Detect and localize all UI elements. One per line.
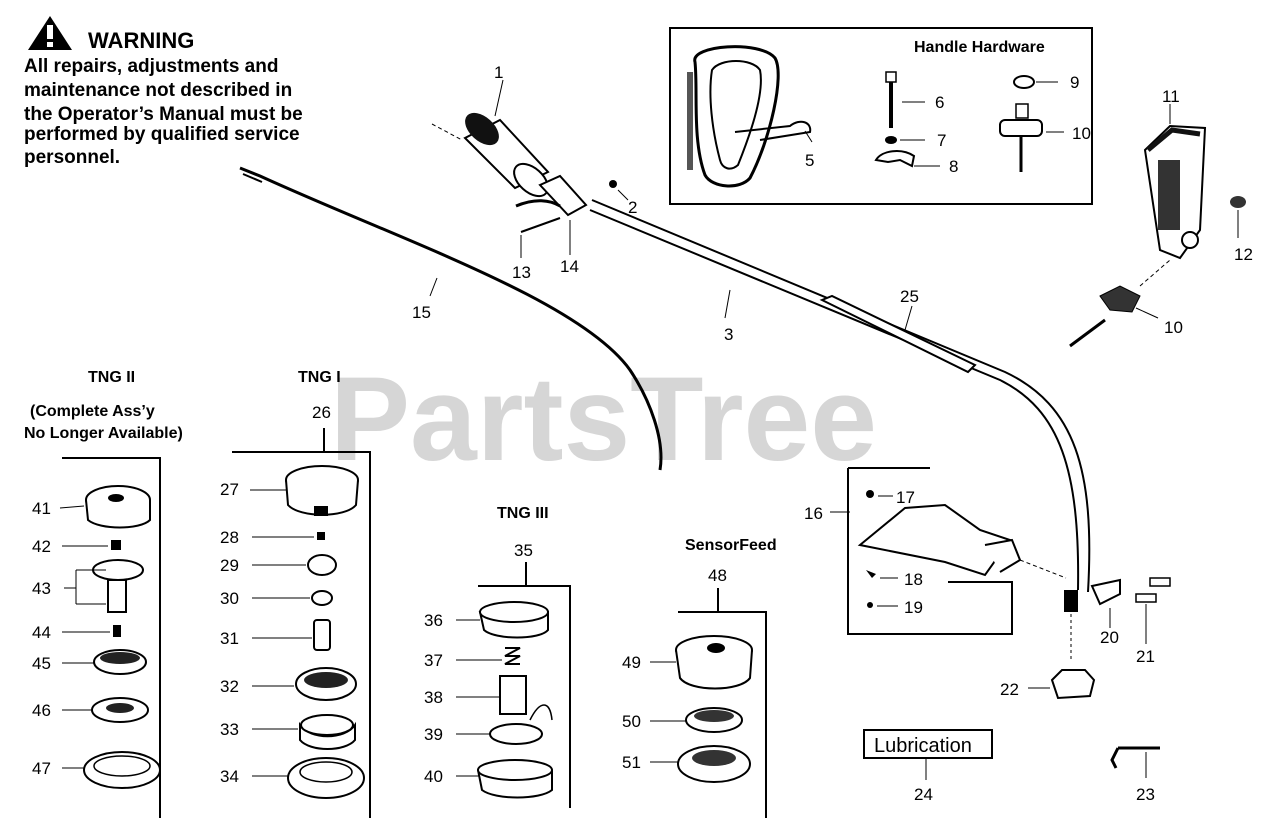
callout-13: 13 — [512, 263, 531, 282]
callout-5: 5 — [805, 151, 814, 170]
callout-42: 42 — [32, 537, 51, 556]
callout-3: 3 — [724, 325, 733, 344]
callout-31: 31 — [220, 629, 239, 648]
tng3-column — [456, 562, 571, 808]
lubrication-box: Lubrication — [863, 729, 993, 780]
callout-21: 21 — [1136, 647, 1155, 666]
callout-49: 49 — [622, 653, 641, 672]
callout-47: 47 — [32, 759, 51, 778]
callout-20: 20 — [1100, 628, 1119, 647]
warning-title: WARNING — [88, 28, 194, 53]
callout-2: 2 — [628, 198, 637, 217]
main-tube — [589, 199, 1091, 593]
callout-25: 25 — [900, 287, 919, 306]
tng1-title: TNG I — [298, 369, 341, 386]
callout-9: 9 — [1070, 73, 1079, 92]
watermark: PartsTree — [330, 352, 877, 486]
assist-handle — [1069, 104, 1246, 348]
callout-22: 22 — [1000, 680, 1019, 699]
callouts: 1 2 3 5 6 7 8 9 10 11 12 10 13 14 15 16 … — [32, 63, 1253, 804]
callout-32: 32 — [220, 677, 239, 696]
callout-46: 46 — [32, 701, 51, 720]
handle-hardware-box: Handle Hardware — [669, 27, 1093, 205]
callout-6: 6 — [935, 93, 944, 112]
shield-assembly — [830, 467, 1171, 700]
callout-40: 40 — [424, 767, 443, 786]
tng2-title: TNG II — [88, 369, 135, 386]
callout-8: 8 — [949, 157, 958, 176]
callout-1: 1 — [494, 63, 503, 82]
callout-50: 50 — [622, 712, 641, 731]
sensorfeed-title: SensorFeed — [685, 537, 777, 554]
callout-24: 24 — [914, 785, 933, 804]
sensorfeed-column — [650, 588, 767, 818]
warning-line-4: performed by qualified service — [24, 124, 300, 145]
callout-17: 17 — [896, 488, 915, 507]
callout-23: 23 — [1136, 785, 1155, 804]
callout-12: 12 — [1234, 245, 1253, 264]
callout-27: 27 — [220, 480, 239, 499]
tng3-title: TNG III — [497, 505, 549, 522]
callout-34: 34 — [220, 767, 239, 786]
hex-key-tool — [1110, 746, 1160, 778]
callout-16: 16 — [804, 504, 823, 523]
callout-11: 11 — [1162, 87, 1180, 106]
callout-39: 39 — [424, 725, 443, 744]
callout-36: 36 — [424, 611, 443, 630]
callout-41: 41 — [32, 499, 51, 518]
callout-48: 48 — [708, 566, 727, 585]
callout-15: 15 — [412, 303, 431, 322]
upper-shaft-parts — [431, 79, 629, 258]
callout-45: 45 — [32, 654, 51, 673]
drive-shaft — [239, 166, 663, 471]
callout-10-hardware: 10 — [1072, 124, 1091, 143]
tng2-note-line-2: No Longer Available) — [24, 425, 183, 442]
callout-35: 35 — [514, 541, 533, 560]
callout-43: 43 — [32, 579, 51, 598]
warning-line-1: All repairs, adjustments and — [24, 56, 278, 77]
callout-19: 19 — [904, 598, 923, 617]
callout-26: 26 — [312, 403, 331, 422]
warning-line-2: maintenance not described in — [24, 80, 292, 101]
warning-block: WARNING All repairs, adjustments and mai… — [24, 16, 303, 168]
lubrication-label: Lubrication — [874, 735, 972, 757]
callout-44: 44 — [32, 623, 51, 642]
tng2-note-line-1: (Complete Ass’y — [30, 403, 155, 420]
warning-line-3: the Operator’s Manual must be — [24, 104, 303, 125]
callout-29: 29 — [220, 556, 239, 575]
warning-icon — [28, 16, 72, 50]
guard-strip — [819, 294, 977, 374]
callout-51: 51 — [622, 753, 641, 772]
tng2-column — [59, 457, 161, 818]
callout-37: 37 — [424, 651, 443, 670]
callout-10-handle: 10 — [1164, 318, 1183, 337]
callout-7: 7 — [937, 131, 946, 150]
callout-30: 30 — [220, 589, 239, 608]
warning-line-5: personnel. — [24, 147, 120, 168]
handle-hardware-title: Handle Hardware — [914, 39, 1045, 56]
tng1-column — [232, 428, 371, 818]
callout-38: 38 — [424, 688, 443, 707]
callout-14: 14 — [560, 257, 579, 276]
callout-18: 18 — [904, 570, 923, 589]
callout-33: 33 — [220, 720, 239, 739]
callout-28: 28 — [220, 528, 239, 547]
